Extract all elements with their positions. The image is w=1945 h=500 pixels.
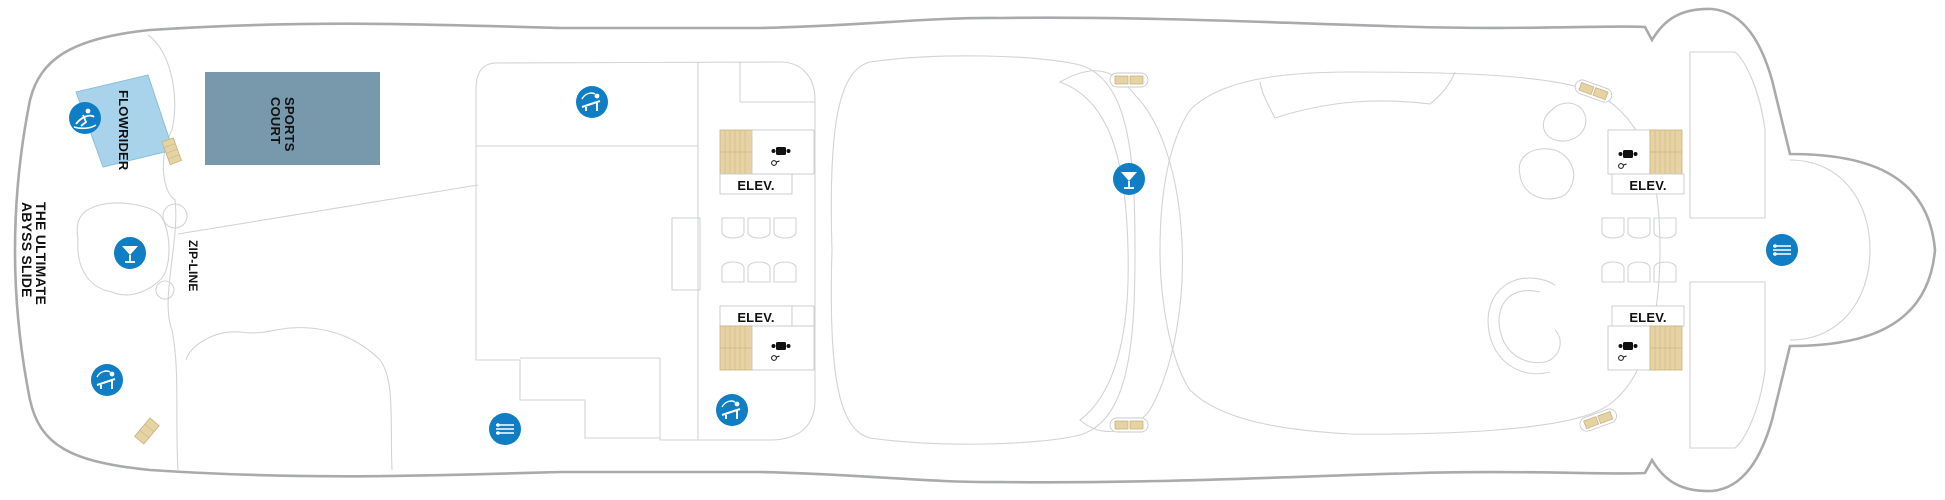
flowrider-stairs bbox=[161, 137, 182, 166]
stairwell-aft-left-upper bbox=[719, 129, 753, 175]
lounger-pair bbox=[1109, 417, 1149, 433]
spiral-feature-mid bbox=[1518, 148, 1575, 200]
elevator-box bbox=[1611, 173, 1685, 195]
forward-deck-lower bbox=[1689, 281, 1766, 449]
elevator-box bbox=[719, 173, 793, 195]
surfer-icon bbox=[69, 102, 101, 134]
elevator-label: ELEV. bbox=[1629, 178, 1666, 193]
elevator-label: ELEV. bbox=[737, 310, 774, 325]
elevator-shafts bbox=[1601, 217, 1677, 283]
zip-line-platform-bottom bbox=[155, 280, 175, 300]
aft-pool-area bbox=[185, 327, 393, 471]
service-box bbox=[671, 217, 701, 291]
sunbather-icon bbox=[716, 394, 748, 426]
stairwell-aft-left-lower bbox=[719, 325, 753, 371]
abyss-slide-label: THE ULTIMATE ABYSS SLIDE bbox=[19, 202, 49, 309]
aft-stairs bbox=[134, 417, 160, 445]
zip-line-label: ZIP-LINE bbox=[186, 240, 200, 292]
aft-lounge-outline bbox=[76, 202, 170, 296]
elevator-label: ELEV. bbox=[1629, 310, 1666, 325]
ship-hull-outline bbox=[13, 7, 1937, 493]
forward-balcony-rail bbox=[1259, 71, 1456, 119]
aft-deck-outline bbox=[147, 34, 179, 471]
cocktail-glass-icon bbox=[114, 237, 146, 269]
stairwell-forward-lower bbox=[1649, 325, 1683, 371]
cocktail-glass-icon bbox=[1113, 163, 1145, 195]
sports-court bbox=[205, 72, 380, 165]
zip-line-platform-top bbox=[162, 203, 188, 229]
elevator-label: ELEV. bbox=[737, 178, 774, 193]
elevator-box-side bbox=[791, 305, 815, 327]
central-oval-aft bbox=[830, 55, 1136, 445]
spiral-feature-upper bbox=[1542, 102, 1587, 142]
dining-fork-knife-icon bbox=[489, 413, 521, 445]
flowrider-label: FLOWRIDER bbox=[116, 90, 131, 171]
sunbather-icon bbox=[91, 364, 123, 396]
dining-fork-knife-icon bbox=[1766, 234, 1798, 266]
sports-court-label: SPORTS COURT bbox=[268, 97, 297, 155]
forward-deck-upper bbox=[1689, 51, 1766, 219]
spiral-feature-lower bbox=[1498, 290, 1561, 364]
mid-aft-structure bbox=[475, 61, 816, 441]
bow-outline bbox=[1789, 159, 1871, 341]
elevator-shafts bbox=[721, 217, 797, 283]
zip-line-cable bbox=[177, 184, 479, 235]
lounger-pair bbox=[1109, 72, 1149, 88]
sunbather-icon bbox=[576, 86, 608, 118]
stairwell-forward-upper bbox=[1649, 129, 1683, 175]
spiral-feature-outer bbox=[1487, 277, 1556, 375]
central-oval-forward bbox=[1159, 71, 1661, 435]
